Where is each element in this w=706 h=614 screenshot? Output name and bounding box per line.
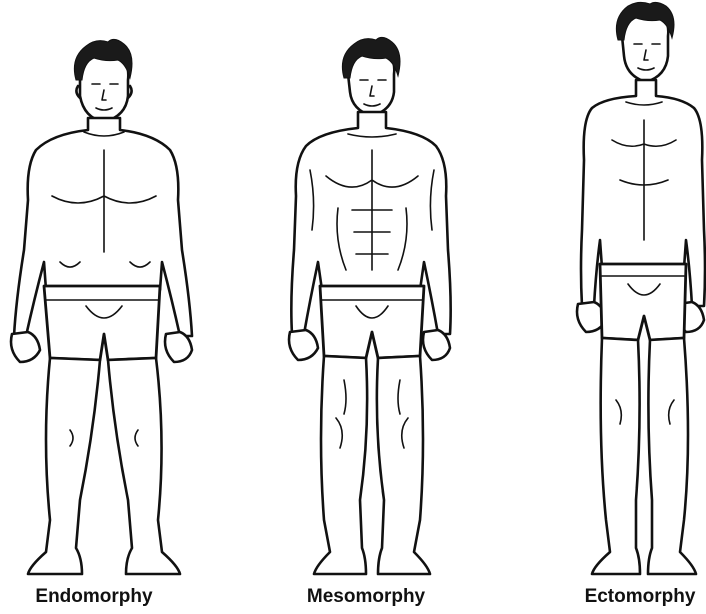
mesomorphy-label: Mesomorphy <box>266 586 466 608</box>
ectomorph-figure <box>577 2 705 574</box>
mesomorph-figure <box>289 37 451 574</box>
mesomorph-head <box>342 37 400 116</box>
ectomorph-head <box>616 2 674 82</box>
figures-illustration <box>0 0 706 586</box>
mesomorph-shorts <box>320 286 424 358</box>
endomorph-legs <box>28 358 100 574</box>
ectomorph-legs <box>592 338 640 574</box>
ectomorphy-label: Ectomorphy <box>540 586 706 608</box>
endomorph-head <box>74 39 132 122</box>
endomorph-figure <box>11 39 192 574</box>
mesomorph-legs <box>314 356 367 574</box>
endomorph-shorts <box>44 286 160 360</box>
endomorphy-label: Endomorphy <box>0 586 194 608</box>
